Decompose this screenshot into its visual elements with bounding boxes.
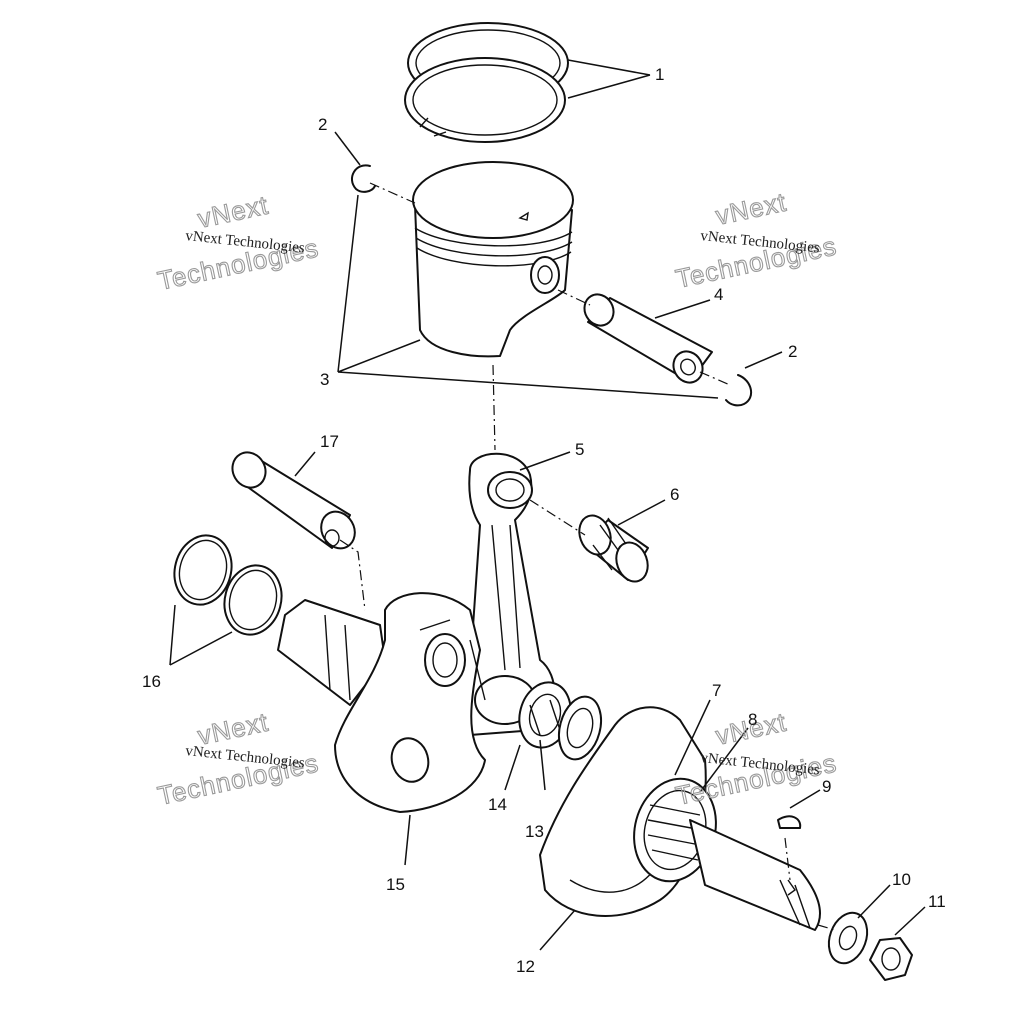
crankshaft-left-half — [277, 592, 486, 813]
leader-lines — [169, 59, 926, 951]
nut — [869, 937, 913, 981]
callout-labels: 1 2 2 3 4 5 6 7 8 9 10 11 12 13 14 15 16… — [142, 65, 946, 976]
callout-16: 16 — [142, 672, 161, 691]
needle-bearing-small-end — [578, 514, 649, 583]
callout-2-lower: 2 — [788, 342, 797, 361]
watermark-upper-left: vNext Technologies vNext Technologies — [154, 189, 322, 296]
piston-rings — [404, 22, 569, 143]
circlip-upper — [351, 164, 376, 193]
washer — [827, 911, 869, 965]
callout-10: 10 — [892, 870, 911, 889]
crankshaft-right-half — [539, 706, 821, 931]
circlip-lower — [725, 374, 753, 407]
wrist-pin — [583, 293, 713, 384]
svg-text:vNext: vNext — [195, 190, 271, 234]
center-lines — [339, 182, 836, 931]
callout-15: 15 — [386, 875, 405, 894]
callout-12: 12 — [516, 957, 535, 976]
callout-17: 17 — [320, 432, 339, 451]
watermark-upper-right: vNext Technologies vNext Technologies — [672, 186, 840, 294]
callout-11: 11 — [928, 892, 946, 911]
callout-8: 8 — [748, 710, 757, 729]
callout-14: 14 — [488, 795, 507, 814]
callout-3: 3 — [320, 370, 329, 389]
callout-7: 7 — [712, 681, 721, 700]
svg-text:vNext: vNext — [713, 187, 789, 231]
callout-13: 13 — [525, 822, 544, 841]
watermark-lower-left: vNext Technologies vNext Technologies — [154, 706, 322, 811]
callout-2-upper: 2 — [318, 115, 327, 134]
shims — [173, 534, 283, 636]
callout-5: 5 — [575, 440, 584, 459]
callout-9: 9 — [822, 777, 831, 796]
callout-1: 1 — [655, 65, 664, 84]
callout-6: 6 — [670, 485, 679, 504]
callout-4: 4 — [714, 285, 723, 304]
crank-pin — [231, 451, 356, 550]
woodruff-key — [777, 815, 802, 829]
thrust-washer — [557, 695, 603, 761]
piston — [412, 161, 574, 358]
